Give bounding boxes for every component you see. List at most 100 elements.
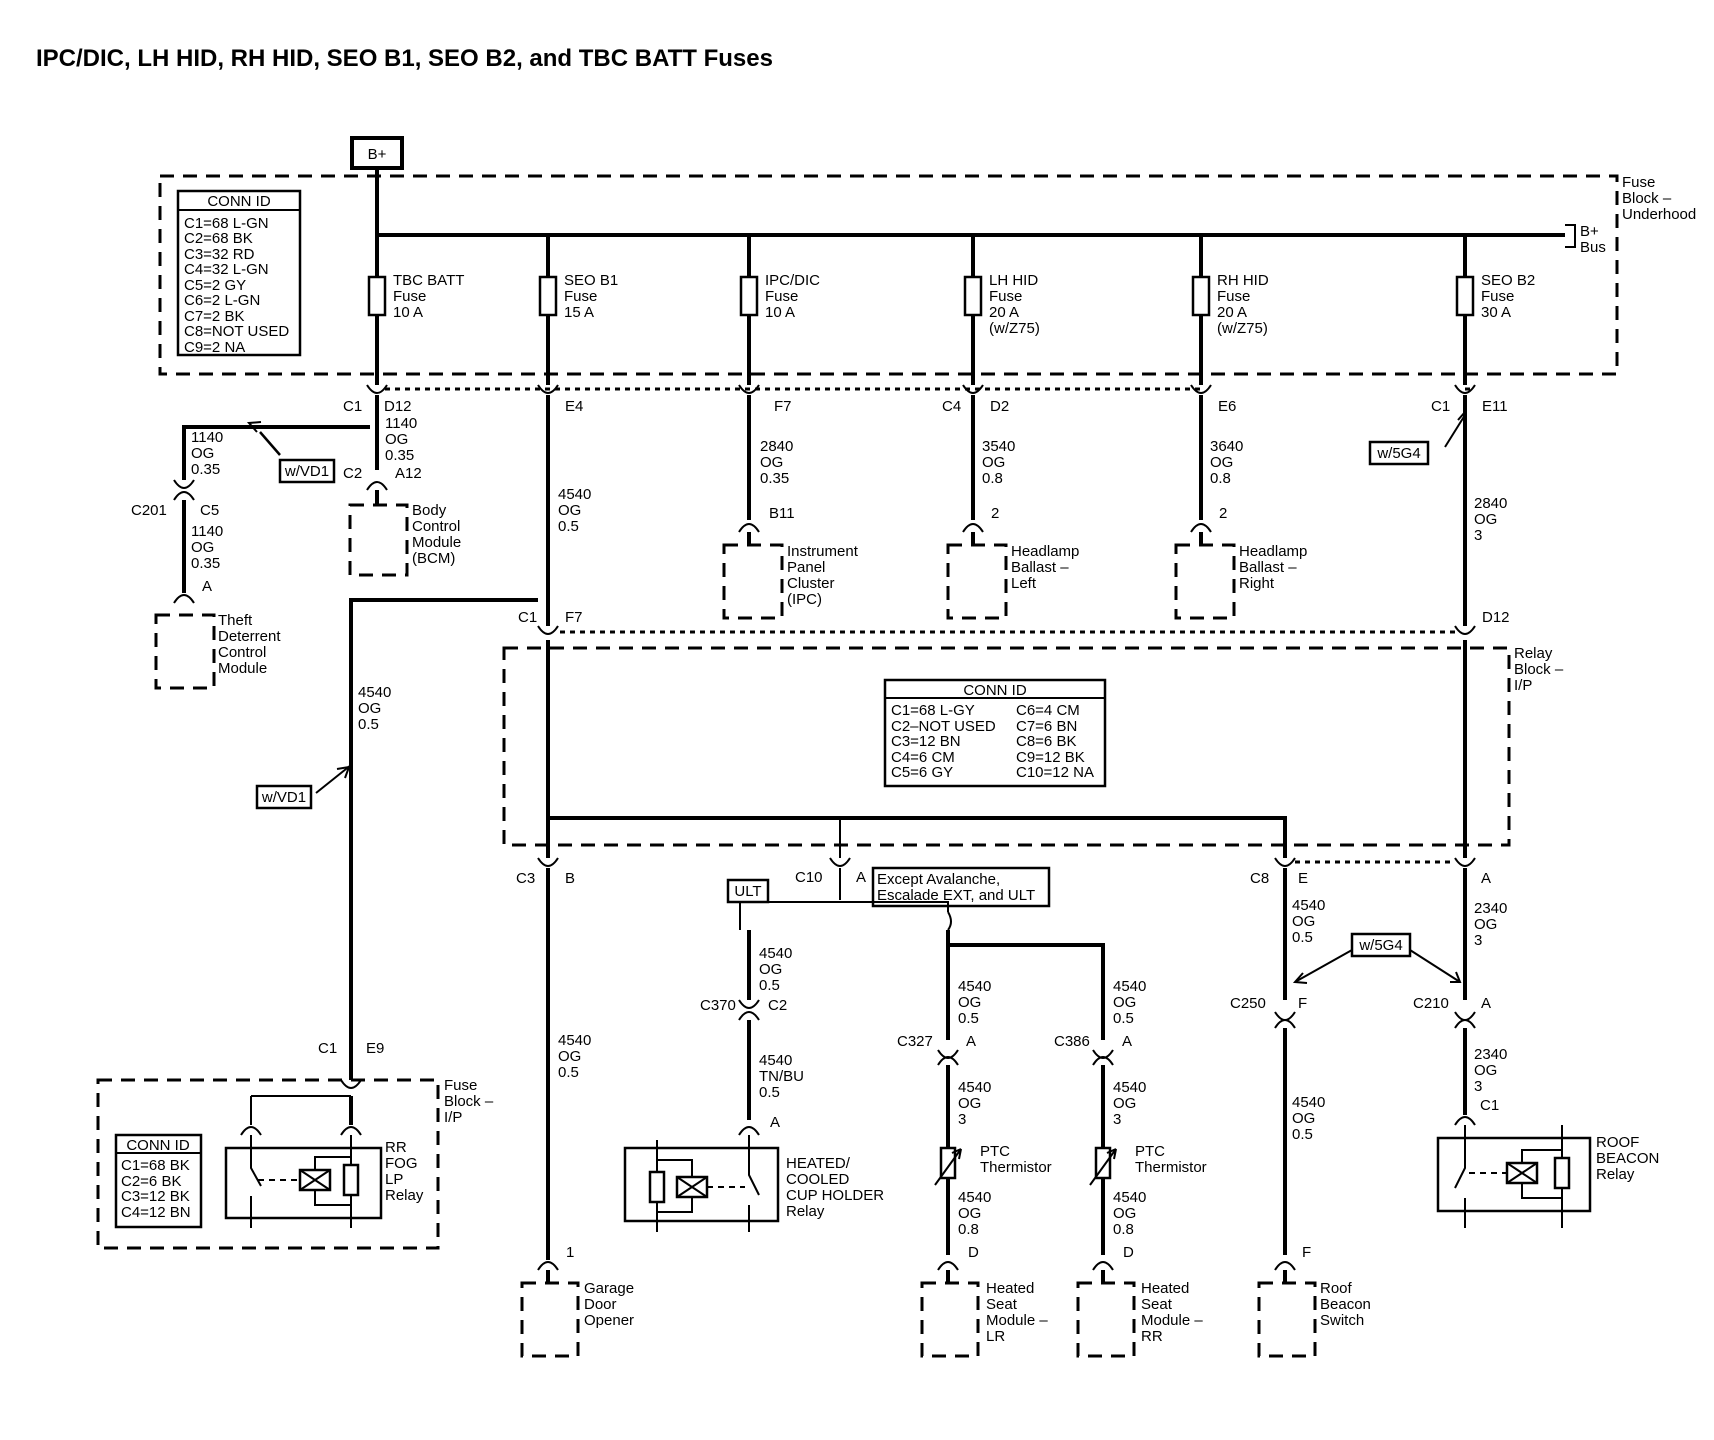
svg-text:C2=68 BK: C2=68 BK — [184, 230, 253, 247]
option-w5g4-lower — [1350, 932, 1412, 958]
svg-text:C370: C370 — [700, 997, 736, 1014]
svg-text:C1: C1 — [518, 609, 537, 626]
svg-text:E4: E4 — [565, 398, 583, 415]
conn-id-table-underhood: CONN ID C1=68 L-GN C2=68 BK C3=32 RD C4=… — [176, 189, 302, 357]
svg-text:C8=6 BK: C8=6 BK — [1016, 733, 1076, 750]
svg-text:w/5G4: w/5G4 — [1358, 937, 1402, 954]
svg-text:C201: C201 — [131, 502, 167, 519]
option-w5g4-upper — [1368, 440, 1430, 466]
svg-text:C210: C210 — [1413, 995, 1449, 1012]
svg-text:2: 2 — [1219, 505, 1227, 522]
b-plus-source — [350, 136, 404, 170]
svg-text:C3=12 BN: C3=12 BN — [891, 733, 961, 750]
svg-text:CONN ID: CONN ID — [963, 682, 1027, 699]
svg-text:w/5G4: w/5G4 — [1376, 445, 1420, 462]
svg-text:A: A — [966, 1033, 976, 1050]
conn-id-table-fuse-block-ip: CONN ID C1=68 BK C2=6 BK C3=12 BK C4=12 … — [114, 1133, 203, 1229]
svg-text:C3=32 RD: C3=32 RD — [184, 246, 255, 263]
svg-text:C4=32 L-GN: C4=32 L-GN — [184, 261, 269, 278]
svg-text:C7=2 BK: C7=2 BK — [184, 308, 244, 325]
svg-text:D2: D2 — [990, 398, 1009, 415]
svg-text:C6=2 L-GN: C6=2 L-GN — [184, 292, 260, 309]
svg-text:C1=68 L-GN: C1=68 L-GN — [184, 215, 269, 232]
svg-text:F7: F7 — [565, 609, 583, 626]
svg-text:1: 1 — [566, 1244, 574, 1261]
svg-text:CONN ID: CONN ID — [126, 1137, 190, 1154]
svg-text:C8=NOT USED: C8=NOT USED — [184, 323, 289, 340]
svg-text:C3=12 BK: C3=12 BK — [121, 1188, 190, 1205]
option-ult — [726, 878, 770, 904]
svg-text:C1=68 BK: C1=68 BK — [121, 1157, 190, 1174]
svg-text:E: E — [1298, 870, 1308, 887]
svg-text:C386: C386 — [1054, 1033, 1090, 1050]
svg-text:C2=6 BK: C2=6 BK — [121, 1173, 181, 1190]
svg-text:C2–NOT USED: C2–NOT USED — [891, 718, 996, 735]
svg-text:C1: C1 — [1480, 1097, 1499, 1114]
svg-text:C7=6 BN: C7=6 BN — [1016, 718, 1077, 735]
option-wvd1-upper — [278, 458, 336, 484]
option-wvd1-lower — [255, 784, 313, 810]
svg-text:E9: E9 — [366, 1040, 384, 1057]
svg-text:C2: C2 — [343, 465, 362, 482]
svg-text:C250: C250 — [1230, 995, 1266, 1012]
svg-text:C6=4 CM: C6=4 CM — [1016, 702, 1080, 719]
svg-text:D: D — [1123, 1244, 1134, 1261]
svg-text:E6: E6 — [1218, 398, 1236, 415]
svg-text:A: A — [1122, 1033, 1132, 1050]
svg-text:C3: C3 — [516, 870, 535, 887]
svg-text:C4=12 BN: C4=12 BN — [121, 1204, 191, 1221]
svg-text:C8: C8 — [1250, 870, 1269, 887]
svg-text:A: A — [1481, 995, 1491, 1012]
svg-text:B+: B+ — [368, 146, 387, 163]
diagram-title: IPC/DIC, LH HID, RH HID, SEO B1, SEO B2,… — [36, 45, 773, 72]
svg-text:A: A — [1481, 870, 1491, 887]
svg-text:C5=6 GY: C5=6 GY — [891, 764, 953, 781]
option-except-note: Except Avalanche,Escalade EXT, and ULT — [871, 866, 1051, 908]
svg-text:A: A — [770, 1114, 780, 1131]
